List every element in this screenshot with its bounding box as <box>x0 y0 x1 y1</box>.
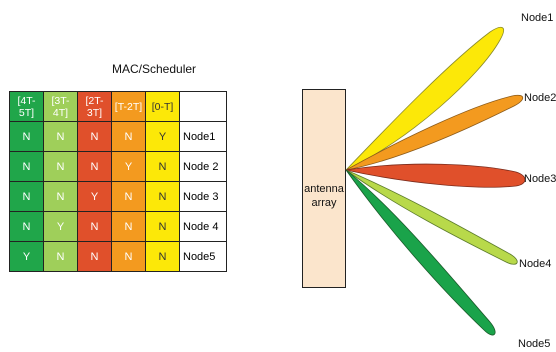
schedule-cell: N <box>111 241 146 272</box>
schedule-cell: N <box>145 241 180 272</box>
beam-lobe-node4 <box>345 169 518 265</box>
schedule-cell: N <box>111 181 146 212</box>
schedule-cell: N <box>43 241 78 272</box>
schedule-row: N N Y N N Node 3 <box>9 181 227 212</box>
schedule-cell: N <box>77 121 112 152</box>
scheduler-table: [4T-5T] [3T-4T] [2T-3T] [T-2T] [0-T] N N… <box>9 91 227 272</box>
schedule-row: N N N N Y Node1 <box>9 121 227 152</box>
schedule-cell: Y <box>145 121 180 152</box>
antenna-label-line: array <box>311 197 337 209</box>
beam-node-label: Node1 <box>521 12 554 24</box>
antenna-label-line: antenna <box>304 183 344 195</box>
antenna-array-box: antenna array <box>302 89 346 288</box>
beam-lobe-node1 <box>345 26 504 171</box>
beam-lobe-node2 <box>345 94 524 171</box>
slot-header: [0-T] <box>145 91 180 122</box>
beam-node-label: Node2 <box>524 92 556 104</box>
antenna-array-label: antenna array <box>303 182 345 210</box>
slot-header: [T-2T] <box>111 91 146 122</box>
schedule-cell: N <box>145 211 180 242</box>
schedule-cell: N <box>77 211 112 242</box>
schedule-row: N Y N N N Node 4 <box>9 211 227 242</box>
node-label-cell: Node5 <box>179 241 227 272</box>
beam-node-label: Node5 <box>518 338 551 350</box>
schedule-cell: N <box>111 121 146 152</box>
schedule-cell: N <box>43 151 78 182</box>
schedule-cell: N <box>43 181 78 212</box>
schedule-cell: N <box>145 181 180 212</box>
schedule-cell: Y <box>43 211 78 242</box>
node-label-cell: Node 4 <box>179 211 227 242</box>
beam-node-label: Node3 <box>524 173 556 185</box>
schedule-cell: N <box>9 121 44 152</box>
beam-lobe-node5 <box>345 169 496 336</box>
schedule-cell: N <box>77 151 112 182</box>
slot-header: [3T-4T] <box>43 91 78 122</box>
beam-node-label: Node4 <box>519 258 552 270</box>
schedule-cell: N <box>9 151 44 182</box>
schedule-row: Y N N N N Node5 <box>9 241 227 272</box>
node-label-cell: Node1 <box>179 121 227 152</box>
slot-header: [2T-3T] <box>77 91 112 122</box>
empty-corner-cell <box>179 91 227 122</box>
slot-header-row: [4T-5T] [3T-4T] [2T-3T] [T-2T] [0-T] <box>9 91 227 122</box>
schedule-cell: N <box>9 181 44 212</box>
schedule-cell: Y <box>77 181 112 212</box>
schedule-cell: N <box>111 211 146 242</box>
schedule-cell: Y <box>9 241 44 272</box>
schedule-cell: Y <box>111 151 146 182</box>
beam-lobe-node3 <box>345 163 526 188</box>
scheduler-title: MAC/Scheduler <box>112 62 197 76</box>
